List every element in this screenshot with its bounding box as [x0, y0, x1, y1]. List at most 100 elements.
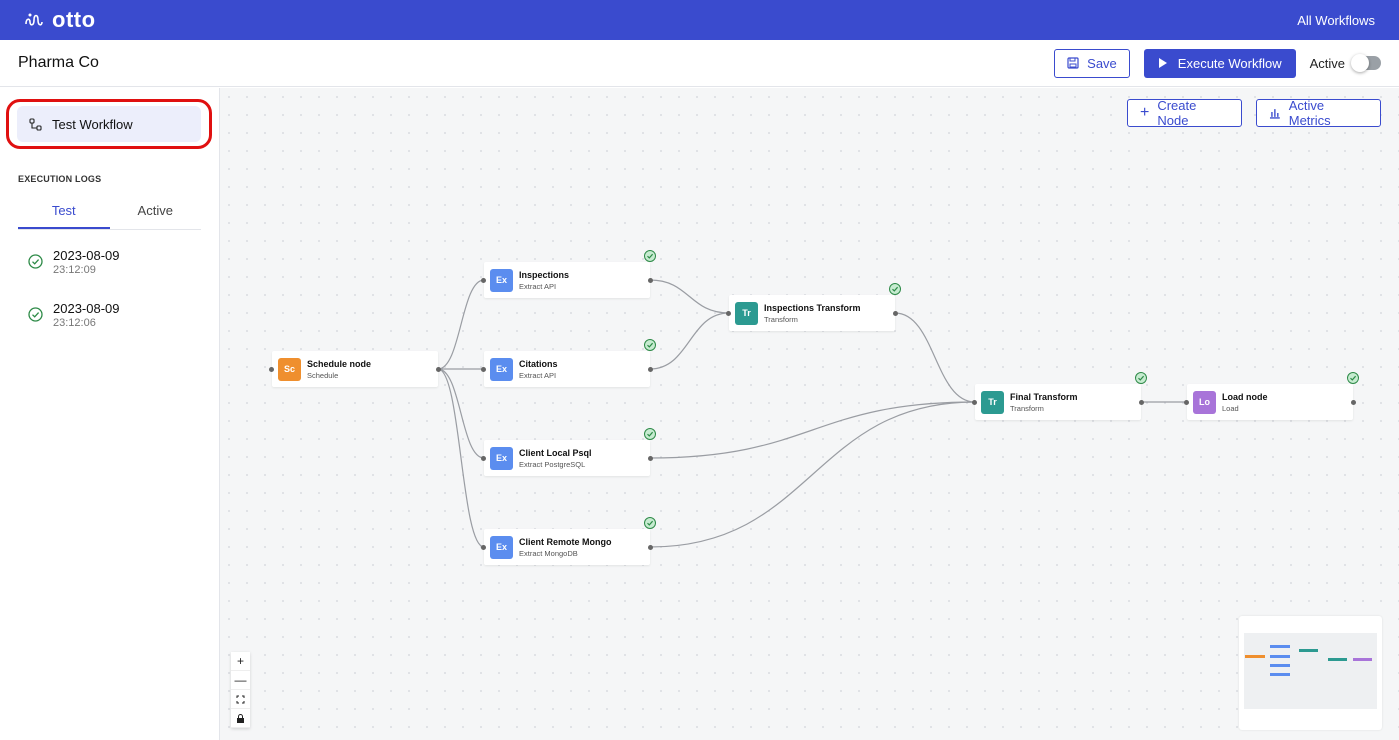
log-time: 23:12:06 [53, 317, 96, 329]
node-subtitle: Transform [764, 314, 798, 324]
node-title: Citations [519, 358, 558, 369]
log-date: 2023-08-09 [53, 301, 120, 316]
active-metrics-label: Active Metrics [1288, 98, 1331, 128]
bar-chart-icon [1269, 109, 1280, 119]
fit-view-button[interactable] [231, 690, 250, 709]
logs-tabs: Test Active [18, 200, 201, 230]
check-circle-icon [28, 307, 43, 322]
active-toggle-label: Active [1309, 55, 1345, 71]
minimap-node [1269, 673, 1290, 677]
save-icon [1067, 57, 1079, 69]
edge-schedule-to-psql[interactable] [437, 368, 485, 459]
success-check-icon [644, 250, 656, 262]
input-handle[interactable] [269, 367, 274, 372]
toggle-knob [1351, 54, 1369, 72]
success-check-icon [644, 517, 656, 529]
all-workflows-link[interactable]: All Workflows [1297, 12, 1375, 28]
output-handle[interactable] [648, 278, 653, 283]
node-title: Final Transform [1010, 391, 1078, 402]
input-handle[interactable] [1184, 400, 1189, 405]
minimap-node [1244, 654, 1265, 658]
active-metrics-button[interactable]: Active Metrics [1256, 98, 1381, 128]
create-node-label: Create Node [1157, 98, 1197, 128]
minimap-node [1327, 658, 1348, 662]
node-type-badge: Ex [490, 268, 513, 292]
lock-button[interactable] [231, 709, 250, 728]
input-handle[interactable] [481, 456, 486, 461]
execute-label: Execute Workflow [1177, 55, 1282, 71]
execute-workflow-button[interactable]: Execute Workflow [1143, 48, 1296, 78]
brand-name: otto [52, 7, 96, 32]
tab-test[interactable]: Test [18, 200, 110, 229]
test-workflow-button[interactable]: Test Workflow [17, 106, 201, 142]
output-handle[interactable] [893, 311, 898, 316]
edge-insp_transform-to-final_transform[interactable] [894, 312, 976, 403]
output-handle[interactable] [436, 367, 441, 372]
input-handle[interactable] [481, 367, 486, 372]
minimap-node [1269, 664, 1290, 668]
node-title: Load node [1222, 391, 1268, 402]
lock-icon [237, 713, 244, 723]
success-check-icon [1347, 372, 1359, 384]
edge-inspections-to-insp_transform[interactable] [649, 279, 730, 314]
output-handle[interactable] [648, 367, 653, 372]
zoom-in-button[interactable]: + [231, 652, 250, 671]
minimap-node [1298, 648, 1319, 652]
top-nav-bar: otto All Workflows [0, 0, 1399, 40]
workflow-header: Pharma Co Save Execute Workflow Active [0, 40, 1399, 87]
create-node-button[interactable]: + Create Node [1127, 98, 1242, 128]
edge-schedule-to-mongo[interactable] [437, 368, 485, 548]
success-check-icon [644, 428, 656, 440]
node-subtitle: Transform [1010, 403, 1044, 413]
input-handle[interactable] [726, 311, 731, 316]
output-handle[interactable] [1139, 400, 1144, 405]
input-handle[interactable] [481, 278, 486, 283]
input-handle[interactable] [481, 545, 486, 550]
node-type-badge: Tr [735, 301, 758, 325]
page-title: Pharma Co [18, 54, 99, 71]
node-title: Schedule node [307, 358, 372, 369]
zoom-controls: + — [231, 652, 250, 728]
minimap-node [1269, 654, 1290, 658]
node-subtitle: Extract MongoDB [519, 548, 578, 558]
edge-mongo-to-final_transform[interactable] [649, 401, 976, 548]
minimap[interactable] [1239, 616, 1382, 730]
success-check-icon [889, 283, 901, 295]
brand[interactable]: otto [24, 7, 96, 33]
node-title: Client Remote Mongo [519, 536, 612, 547]
edge-schedule-to-inspections[interactable] [437, 279, 485, 370]
edges-layer [437, 279, 1187, 548]
node-subtitle: Extract PostgreSQL [519, 459, 586, 469]
save-label: Save [1087, 55, 1117, 71]
active-toggle[interactable] [1351, 54, 1381, 72]
otto-logo-icon [25, 13, 43, 26]
node-subtitle: Extract API [519, 370, 557, 380]
node-subtitle: Load [1222, 403, 1239, 413]
edge-citations-to-insp_transform[interactable] [649, 312, 730, 370]
node-title: Inspections [519, 269, 570, 280]
input-handle[interactable] [972, 400, 977, 405]
output-handle[interactable] [1351, 400, 1356, 405]
node-type-badge: Sc [278, 357, 301, 381]
save-button[interactable]: Save [1054, 48, 1130, 78]
node-title: Client Local Psql [519, 447, 592, 458]
zoom-out-button[interactable]: — [231, 671, 250, 690]
edge-psql-to-final_transform[interactable] [649, 401, 976, 459]
output-handle[interactable] [648, 456, 653, 461]
log-date: 2023-08-09 [53, 248, 120, 263]
tab-active[interactable]: Active [137, 203, 173, 218]
output-handle[interactable] [648, 545, 653, 550]
play-icon [1158, 58, 1167, 68]
execution-logs-heading: EXECUTION LOGS [18, 174, 102, 184]
